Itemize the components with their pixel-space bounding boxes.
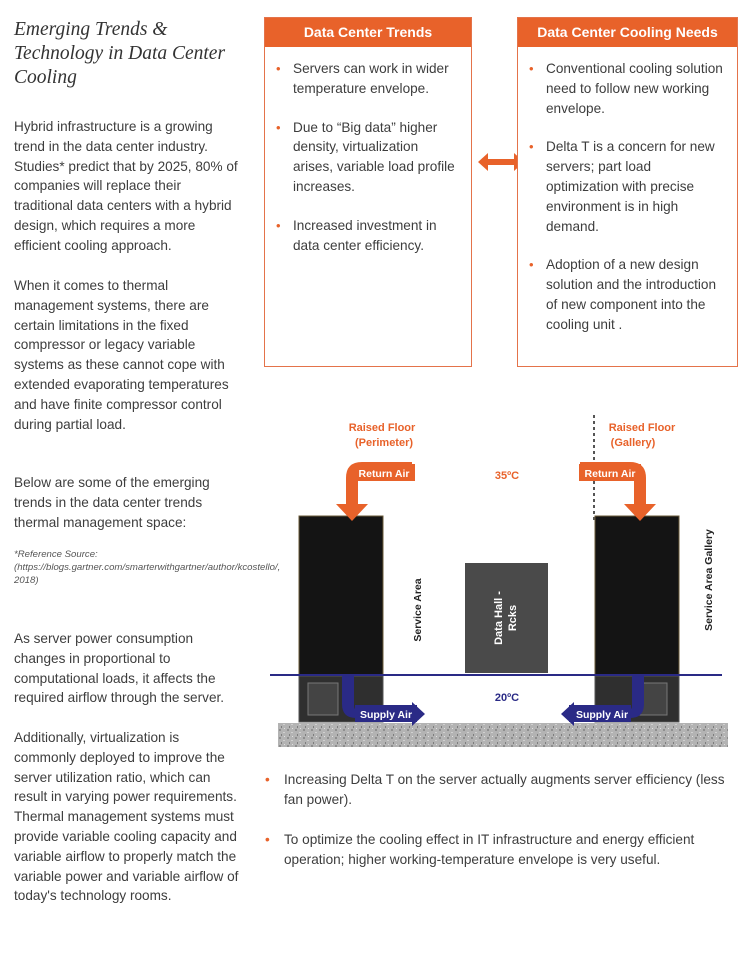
list-item: Conventional cooling solution need to fo… bbox=[528, 59, 727, 118]
supply-air-label: Supply Air bbox=[360, 709, 412, 721]
list-item: Due to “Big data” higher density, virtua… bbox=[275, 118, 461, 197]
perimeter-label: (Perimeter) bbox=[355, 437, 413, 449]
return-air-box bbox=[353, 464, 415, 481]
server-power-paragraph: As server power consumption changes in p… bbox=[14, 631, 225, 706]
airflow-diagram: Raised Floor (Perimeter) Raised Floor (G… bbox=[270, 415, 728, 747]
service-area-label: Service Area bbox=[412, 578, 424, 641]
virtualization-paragraph: Additionally, virtualization is commonly… bbox=[14, 730, 239, 904]
reference-source: *Reference Source: (https://blogs.gartne… bbox=[14, 549, 281, 586]
thermal-limitations-paragraph: When it comes to thermal management syst… bbox=[14, 278, 229, 432]
intro-paragraph: Hybrid infrastructure is a growing trend… bbox=[14, 119, 238, 253]
list-item: Servers can work in wider temperature en… bbox=[275, 59, 461, 99]
supply-air-label: Supply Air bbox=[576, 709, 628, 721]
floor-slab bbox=[278, 723, 728, 747]
list-item: Delta T is a concern for new servers; pa… bbox=[528, 137, 727, 236]
trends-panel-header: Data Center Trends bbox=[265, 18, 471, 47]
return-air-box bbox=[579, 464, 641, 481]
return-air-label: Return Air bbox=[585, 468, 636, 480]
list-item: Increasing Delta T on the server actuall… bbox=[262, 770, 742, 810]
unit-fan bbox=[307, 682, 339, 716]
hot-temperature: 35ºC bbox=[495, 470, 519, 482]
return-air-label: Return Air bbox=[359, 468, 410, 480]
needs-list: Conventional cooling solution need to fo… bbox=[518, 47, 737, 335]
cold-temperature: 20ºC bbox=[495, 692, 519, 704]
data-center-trends-panel: Data Center Trends Servers can work in w… bbox=[264, 17, 472, 367]
list-item: To optimize the cooling effect in IT inf… bbox=[262, 830, 742, 870]
rack-label-line2: Rcks bbox=[507, 605, 519, 631]
data-hall-rack bbox=[465, 563, 548, 673]
list-item: Increased investment in data center effi… bbox=[275, 216, 461, 256]
emerging-trends-paragraph: Below are some of the emerging trends in… bbox=[14, 475, 210, 530]
service-area-gallery-label: Service Area Gallery bbox=[703, 529, 715, 631]
supply-air-box bbox=[355, 705, 417, 722]
supply-air-box bbox=[569, 705, 631, 722]
bottom-points: Increasing Delta T on the server actuall… bbox=[262, 770, 742, 890]
trends-list: Servers can work in wider temperature en… bbox=[265, 47, 471, 255]
double-arrow-icon bbox=[478, 153, 524, 171]
gallery-label: (Gallery) bbox=[611, 437, 656, 449]
cooling-needs-panel: Data Center Cooling Needs Conventional c… bbox=[517, 17, 738, 367]
needs-panel-header: Data Center Cooling Needs bbox=[518, 18, 737, 47]
rack-label: Data Hall - bbox=[493, 591, 505, 645]
raised-floor-gallery-label: Raised Floor bbox=[609, 422, 676, 434]
page-title: Emerging Trends & Technology in Data Cen… bbox=[14, 19, 226, 88]
perimeter-cooling-unit bbox=[298, 515, 384, 677]
list-item: Adoption of a new design solution and th… bbox=[528, 255, 727, 334]
raised-floor-perimeter-label: Raised Floor bbox=[349, 422, 416, 434]
gallery-cooling-unit bbox=[594, 515, 680, 677]
